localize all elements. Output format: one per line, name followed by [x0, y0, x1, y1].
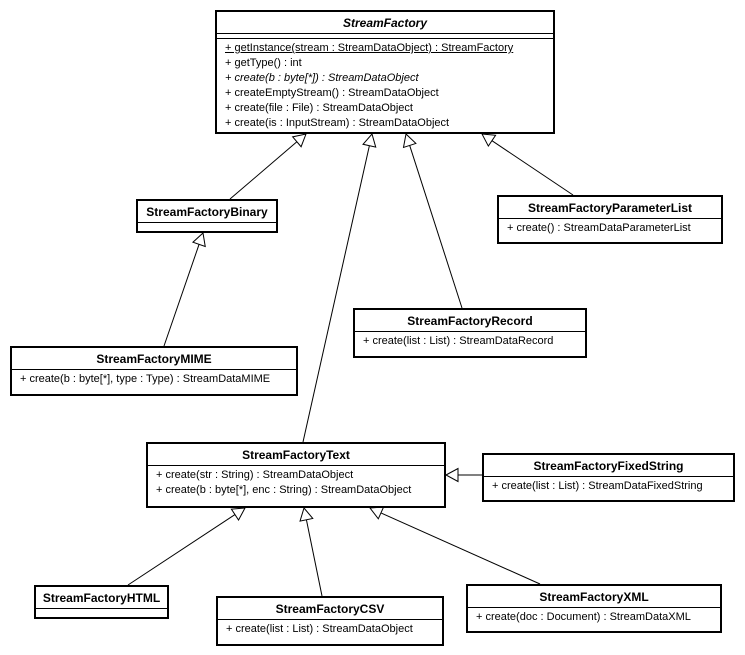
- operations-compartment: + create() : StreamDataParameterList: [499, 218, 721, 239]
- operations-compartment: + create(list : List) : StreamDataRecord: [355, 331, 585, 352]
- class-stream-factory-parameter-list[interactable]: StreamFactoryParameterList + create() : …: [497, 195, 723, 244]
- operations-compartment: + create(list : List) : StreamDataFixedS…: [484, 476, 733, 497]
- inheritance-arrowhead-html: [230, 507, 246, 522]
- inheritance-arrowhead-text: [362, 132, 377, 148]
- operation: + create() : StreamDataParameterList: [507, 222, 691, 234]
- inheritance-arrowhead-csv: [299, 506, 314, 522]
- operation: + create(is : InputStream) : StreamDataO…: [225, 117, 450, 129]
- inheritance-arrowhead-record: [402, 133, 417, 149]
- inheritance-arrowhead-parameter_list: [481, 133, 497, 148]
- inheritance-arrowhead-binary: [291, 133, 307, 148]
- generalization-line-xml: [380, 512, 541, 585]
- generalization-line-mime: [163, 244, 200, 347]
- operations-compartment: + create(b : byte[*], type : Type) : Str…: [12, 369, 296, 390]
- class-name: StreamFactoryText: [242, 448, 350, 462]
- class-stream-factory-fixed-string[interactable]: StreamFactoryFixedString + create(list :…: [482, 453, 735, 502]
- operations-compartment: + create(str : String) : StreamDataObjec…: [148, 465, 444, 501]
- class-name: StreamFactoryCSV: [275, 602, 385, 616]
- class-name: StreamFactory: [342, 16, 428, 30]
- inheritance-arrowhead-fixed_string: [444, 467, 459, 483]
- operations-compartment: + create(list : List) : StreamDataObject: [218, 619, 442, 640]
- class-stream-factory-text[interactable]: StreamFactoryText + create(str : String)…: [146, 442, 446, 508]
- class-stream-factory-record[interactable]: StreamFactoryRecord + create(list : List…: [353, 308, 587, 358]
- attributes-compartment: [217, 33, 553, 38]
- class-stream-factory-xml[interactable]: StreamFactoryXML + create(doc : Document…: [466, 584, 722, 633]
- attributes-compartment: [36, 608, 167, 613]
- class-stream-factory[interactable]: StreamFactory + getInstance(stream : Str…: [215, 10, 555, 134]
- generalization-line-binary: [229, 141, 298, 200]
- operation: + create(doc : Document) : StreamDataXML: [476, 611, 691, 623]
- operation: + create(b : byte[*]) : StreamDataObject: [225, 72, 419, 84]
- operation: + create(list : List) : StreamDataFixedS…: [492, 480, 703, 492]
- generalization-line-html: [127, 514, 236, 586]
- class-stream-factory-mime[interactable]: StreamFactoryMIME + create(b : byte[*], …: [10, 346, 298, 396]
- operation: + create(file : File) : StreamDataObject: [225, 102, 413, 114]
- generalization-line-parameter_list: [491, 140, 574, 196]
- inheritance-arrowhead-mime: [191, 232, 206, 248]
- generalization-line-text: [302, 145, 370, 443]
- operations-compartment: + getInstance(stream : StreamDataObject)…: [217, 38, 553, 134]
- class-name: StreamFactoryFixedString: [533, 459, 684, 473]
- attributes-compartment: [138, 222, 276, 227]
- operation: + create(str : String) : StreamDataObjec…: [156, 469, 354, 481]
- class-name: StreamFactoryBinary: [146, 205, 268, 219]
- class-stream-factory-html[interactable]: StreamFactoryHTML: [34, 585, 169, 619]
- generalization-line-record: [409, 145, 463, 309]
- operation: + create(list : List) : StreamDataRecord: [363, 335, 554, 347]
- operation: + getInstance(stream : StreamDataObject)…: [225, 42, 514, 54]
- operation: + create(list : List) : StreamDataObject: [226, 623, 413, 635]
- operations-compartment: + create(doc : Document) : StreamDataXML: [468, 607, 720, 628]
- class-name: StreamFactoryMIME: [96, 352, 212, 366]
- class-name: StreamFactoryXML: [539, 590, 649, 604]
- generalization-line-csv: [305, 519, 323, 597]
- class-stream-factory-binary[interactable]: StreamFactoryBinary: [136, 199, 278, 233]
- operation: + create(b : byte[*], type : Type) : Str…: [20, 373, 271, 385]
- operation: + create(b : byte[*], enc : String) : St…: [156, 484, 412, 496]
- operation: + getType() : int: [225, 57, 302, 69]
- operation: + createEmptyStream() : StreamDataObject: [225, 87, 439, 99]
- class-name: StreamFactoryHTML: [42, 591, 161, 605]
- class-stream-factory-csv[interactable]: StreamFactoryCSV + create(list : List) :…: [216, 596, 444, 646]
- class-name: StreamFactoryRecord: [407, 314, 533, 328]
- class-name: StreamFactoryParameterList: [527, 201, 693, 215]
